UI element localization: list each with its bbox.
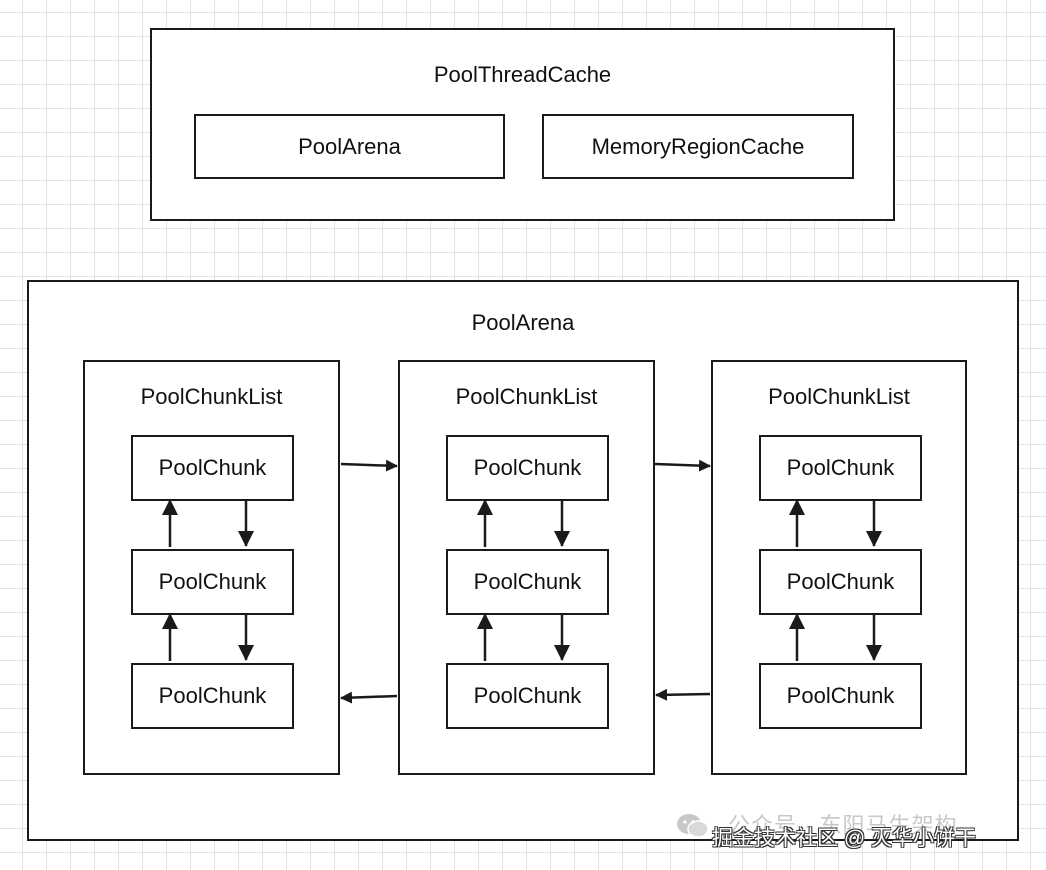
pool-chunk-label: PoolChunk	[158, 455, 267, 480]
pool-chunk: PoolChunk	[759, 549, 922, 615]
chunk-list-title: PoolChunkList	[768, 384, 910, 409]
watermark-line-1: 公众号 · 东阳马生架构	[728, 813, 958, 838]
pool-chunk-label: PoolChunk	[786, 569, 895, 594]
thread-cache-item-pool-arena: PoolArena	[194, 114, 505, 179]
pool-chunk-label: PoolChunk	[158, 569, 267, 594]
pool-chunk-label: PoolChunk	[473, 569, 582, 594]
pool-chunk: PoolChunk	[446, 663, 609, 729]
thread-cache-item-label: PoolArena	[298, 133, 401, 159]
pool-chunk-label: PoolChunk	[786, 455, 895, 480]
watermark: 公众号 · 东阳马生架构 掘金技术社区 @ 灭华小饼干	[676, 808, 1036, 852]
pool-chunk: PoolChunk	[446, 435, 609, 501]
thread-cache-item-label: MemoryRegionCache	[591, 133, 805, 159]
pool-chunk: PoolChunk	[446, 549, 609, 615]
pool-chunk: PoolChunk	[131, 663, 294, 729]
watermark-line-2: 掘金技术社区 @ 灭华小饼干	[712, 827, 976, 850]
pool-chunk-label: PoolChunk	[473, 683, 582, 708]
pool-chunk: PoolChunk	[131, 549, 294, 615]
wechat-icon	[677, 814, 709, 838]
thread-cache-item-memory-region-cache: MemoryRegionCache	[542, 114, 854, 179]
chunk-list-title: PoolChunkList	[140, 384, 283, 409]
chunk-list-3: PoolChunkList PoolChunk PoolChunk PoolCh…	[711, 360, 967, 775]
pool-chunk: PoolChunk	[759, 435, 922, 501]
pool-chunk-label: PoolChunk	[473, 455, 582, 480]
pool-thread-cache-title: PoolThreadCache	[433, 62, 612, 87]
pool-chunk: PoolChunk	[759, 663, 922, 729]
pool-chunk-label: PoolChunk	[158, 683, 267, 708]
pool-chunk: PoolChunk	[131, 435, 294, 501]
pool-thread-cache-box: PoolThreadCache PoolArena MemoryRegionCa…	[150, 28, 895, 221]
pool-chunk-label: PoolChunk	[786, 683, 895, 708]
chunk-list-title: PoolChunkList	[455, 384, 598, 409]
chunk-list-1: PoolChunkList PoolChunk PoolChunk PoolCh…	[83, 360, 340, 775]
pool-arena-title: PoolArena	[471, 310, 575, 335]
chunk-list-2: PoolChunkList PoolChunk PoolChunk PoolCh…	[398, 360, 655, 775]
